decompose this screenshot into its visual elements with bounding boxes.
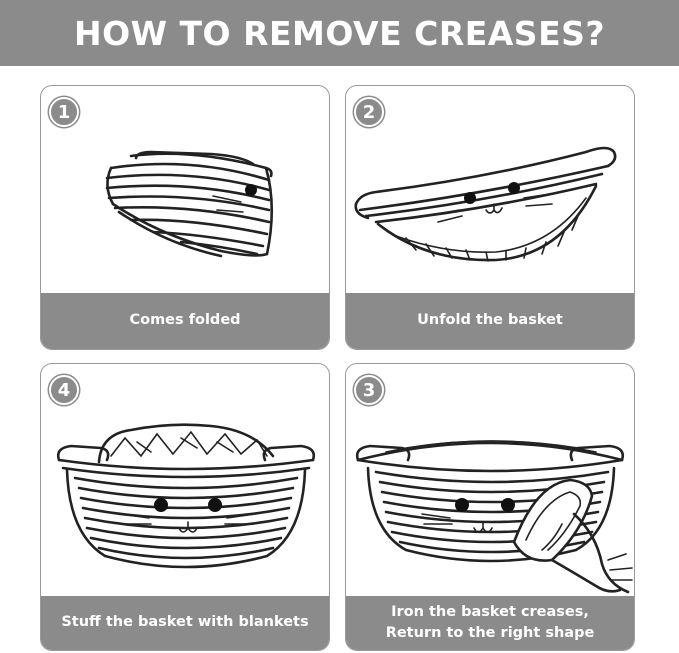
stuffed-basket-illustration [41,364,329,598]
step-card-1: 1 Comes folded [40,85,330,350]
caption-line-1: Stuff the basket with blankets [61,614,309,631]
folded-basket-illustration [41,86,329,296]
step-number-badge: 1 [49,97,79,127]
step-caption: Comes folded [41,293,329,349]
caption-line-1: Iron the basket creases, [391,603,589,620]
step-number-badge: 4 [49,375,79,405]
step-number-badge: 2 [354,97,384,127]
page-title: HOW TO REMOVE CREASES? [73,13,606,53]
step-caption: Iron the basket creases, Return to the r… [346,596,634,650]
step-card-3: 3 Iron the basket creases, Return to the… [345,363,635,651]
step-card-2: 2 Unfold the basket [345,85,635,350]
step-caption: Stuff the basket with blankets [41,596,329,650]
step-number-badge: 3 [354,375,384,405]
caption-line-2: Return to the right shape [385,625,595,641]
step-card-4: 4 Stuff the basket with blankets [40,363,330,651]
caption-line-1: Unfold the basket [417,312,563,329]
title-banner: HOW TO REMOVE CREASES? [0,0,679,66]
ironing-basket-illustration [346,364,634,598]
unfolded-basket-illustration [346,86,634,296]
caption-line-1: Comes folded [129,312,241,329]
step-caption: Unfold the basket [346,293,634,349]
